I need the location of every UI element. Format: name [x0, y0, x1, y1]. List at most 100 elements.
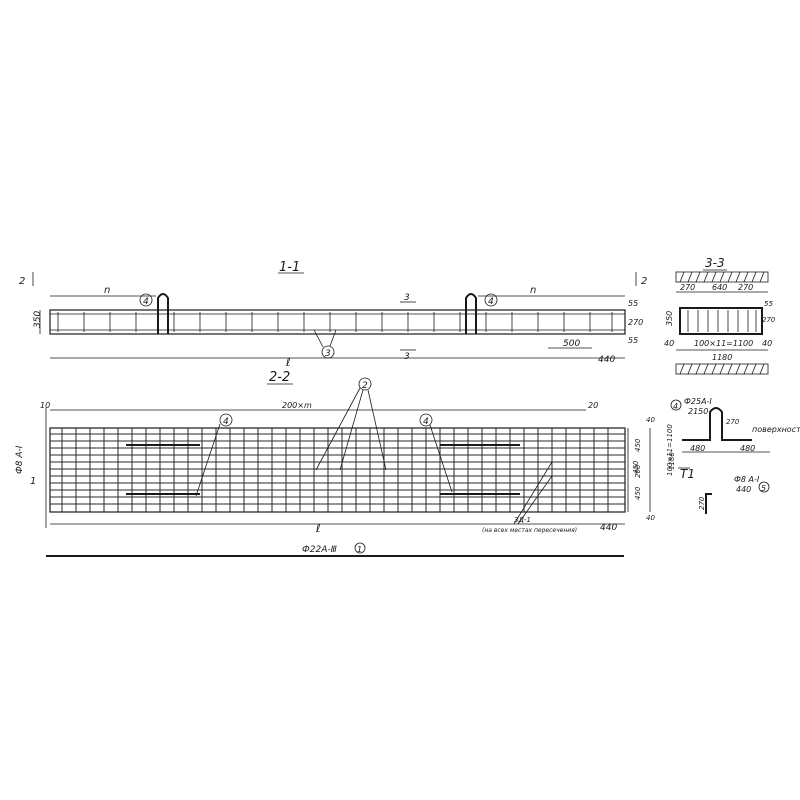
bar-5-shape [705, 493, 712, 514]
callout-4-mesh-right [419, 413, 433, 427]
leader-2b [339, 389, 364, 471]
dim-270-detail: 270 [726, 418, 740, 426]
dim-270-33: 270 [680, 283, 695, 292]
callout-4-right-label: 4 [488, 297, 494, 307]
cut-3-bottom: 3 [404, 352, 410, 362]
hatch-bottom-lines [679, 363, 765, 375]
section-1-1-mark-left: 2 [19, 276, 25, 287]
leader-4-mesh-right [429, 424, 453, 493]
callout-4-left [139, 293, 153, 307]
callout-4-detail-label: 4 [673, 402, 678, 411]
lifting-loop-right [465, 293, 477, 334]
leader-4-mesh-left [195, 423, 221, 497]
dim-440-22: 440 [600, 523, 617, 533]
dim-40-right: 40 [762, 339, 772, 348]
dim-range: 100×11=1100 [694, 339, 753, 348]
dim-270-33b: 270 [738, 283, 753, 292]
section-3-3: 3-3 270 640 270 350 40 100×11=1100 40 11… [664, 256, 776, 375]
callout-1 [354, 542, 366, 554]
bar-4-detail: 4 Ф25А-Ⅰ 2150 480 480 270 поверхность бе… [670, 397, 800, 453]
mesh-outline [49, 427, 626, 513]
node-t1-label: Т1 [680, 467, 695, 481]
weld-note: (на всех местах пересечения) [482, 527, 577, 534]
leader-2c [367, 389, 387, 471]
section-1-1: 1-1 2 2 4 4 [19, 260, 647, 369]
dim-n-left-label: n [104, 285, 110, 296]
dim-55-top: 55 [628, 299, 638, 308]
section-3-3-title: 3-3 [705, 256, 725, 270]
dim-480-left: 480 [690, 444, 705, 453]
dim-640: 640 [712, 283, 727, 292]
callout-4-left-label: 4 [143, 297, 149, 307]
section-1-1-title: 1-1 [279, 260, 300, 275]
hatch-top [675, 271, 769, 283]
dim-10: 10 [40, 401, 50, 410]
dim-450-a: 450 [632, 460, 640, 474]
leader-weld-2 [517, 475, 553, 525]
callout-2-label: 2 [362, 381, 368, 391]
callout-1-label: 1 [357, 545, 362, 554]
dim-270-33c: 270 [762, 316, 776, 324]
weld-label: ЗД-1 [514, 516, 531, 524]
mesh-vertical-bars [61, 428, 609, 512]
dim-500-label: 500 [563, 339, 580, 349]
dim-l-22: ℓ [315, 522, 321, 535]
surface-label: поверхность бетона [752, 425, 800, 434]
dim-200xm: 200×m [282, 401, 312, 410]
dim-n-right-label: n [530, 285, 536, 296]
bar-4-shape [682, 407, 752, 441]
leader-3b [329, 329, 337, 347]
leader-2a [315, 387, 361, 471]
callout-3 [321, 345, 335, 359]
lifting-loop-left [157, 293, 169, 334]
callout-3-label: 3 [325, 349, 331, 359]
side-bar-label: Ф8 А-Ⅰ [15, 445, 25, 474]
dim-1180: 1180 [668, 452, 676, 470]
callout-5 [758, 481, 770, 493]
bar-5-length: 440 [736, 485, 751, 494]
dim-40-left: 40 [664, 339, 674, 348]
cross-section-bars [687, 310, 757, 332]
dim-270: 270 [628, 318, 643, 327]
callout-4-detail [670, 399, 682, 411]
callout-4-mesh-left [219, 413, 233, 427]
section-2-2-title: 2-2 [269, 370, 290, 385]
dim-440-label: 440 [598, 355, 615, 365]
bar-5-label: Ф8 А-Ⅰ [734, 475, 760, 484]
dim-55-33: 55 [764, 300, 773, 308]
stirrups [57, 312, 613, 332]
dim-40-22-top: 40 [646, 416, 655, 424]
dim-350-33: 350 [665, 311, 674, 326]
leader-weld [513, 461, 553, 525]
dim-55-bottom: 55 [628, 336, 638, 345]
node-t1: Т1 Ф8 А-Ⅰ 440 5 270 [678, 467, 770, 514]
hatch-bottom [675, 363, 769, 375]
callout-4-mesh-right-label: 4 [423, 417, 429, 427]
callout-4-right [484, 293, 498, 307]
dim-450-c: 450 [634, 486, 642, 500]
bar-4-length: 2150 [688, 407, 708, 416]
hatch-top-lines [679, 271, 765, 283]
callout-2 [358, 377, 372, 391]
bar-1-label: Ф22А-Ⅲ [302, 545, 337, 555]
dim-270-bar5: 270 [698, 496, 706, 510]
beam-outline [49, 309, 626, 335]
section-2-2: 2-2 Ф8 А-Ⅰ 1 200×m 10 20 [15, 370, 676, 535]
dim-40-22-bottom: 40 [646, 514, 655, 522]
section-1-1-mark-right: 2 [641, 276, 647, 287]
cut-3-top: 3 [404, 293, 410, 303]
dim-20: 20 [588, 401, 598, 410]
leader-3a [313, 329, 324, 348]
section-2-2-mark: 1 [30, 476, 36, 487]
dim-350-label: 350 [33, 311, 43, 328]
dim-480-right: 480 [740, 444, 755, 453]
dim-1180-33: 1180 [712, 353, 732, 362]
bar-4-label: Ф25А-Ⅰ [684, 397, 712, 406]
callout-5-label: 5 [761, 484, 766, 493]
dim-450-b: 450 [634, 438, 642, 452]
callout-4-mesh-left-label: 4 [223, 417, 229, 427]
dim-l-label: ℓ [285, 356, 291, 369]
dim-200: 200 [634, 464, 642, 478]
bar-1: Ф22А-Ⅲ 1 [46, 542, 624, 557]
